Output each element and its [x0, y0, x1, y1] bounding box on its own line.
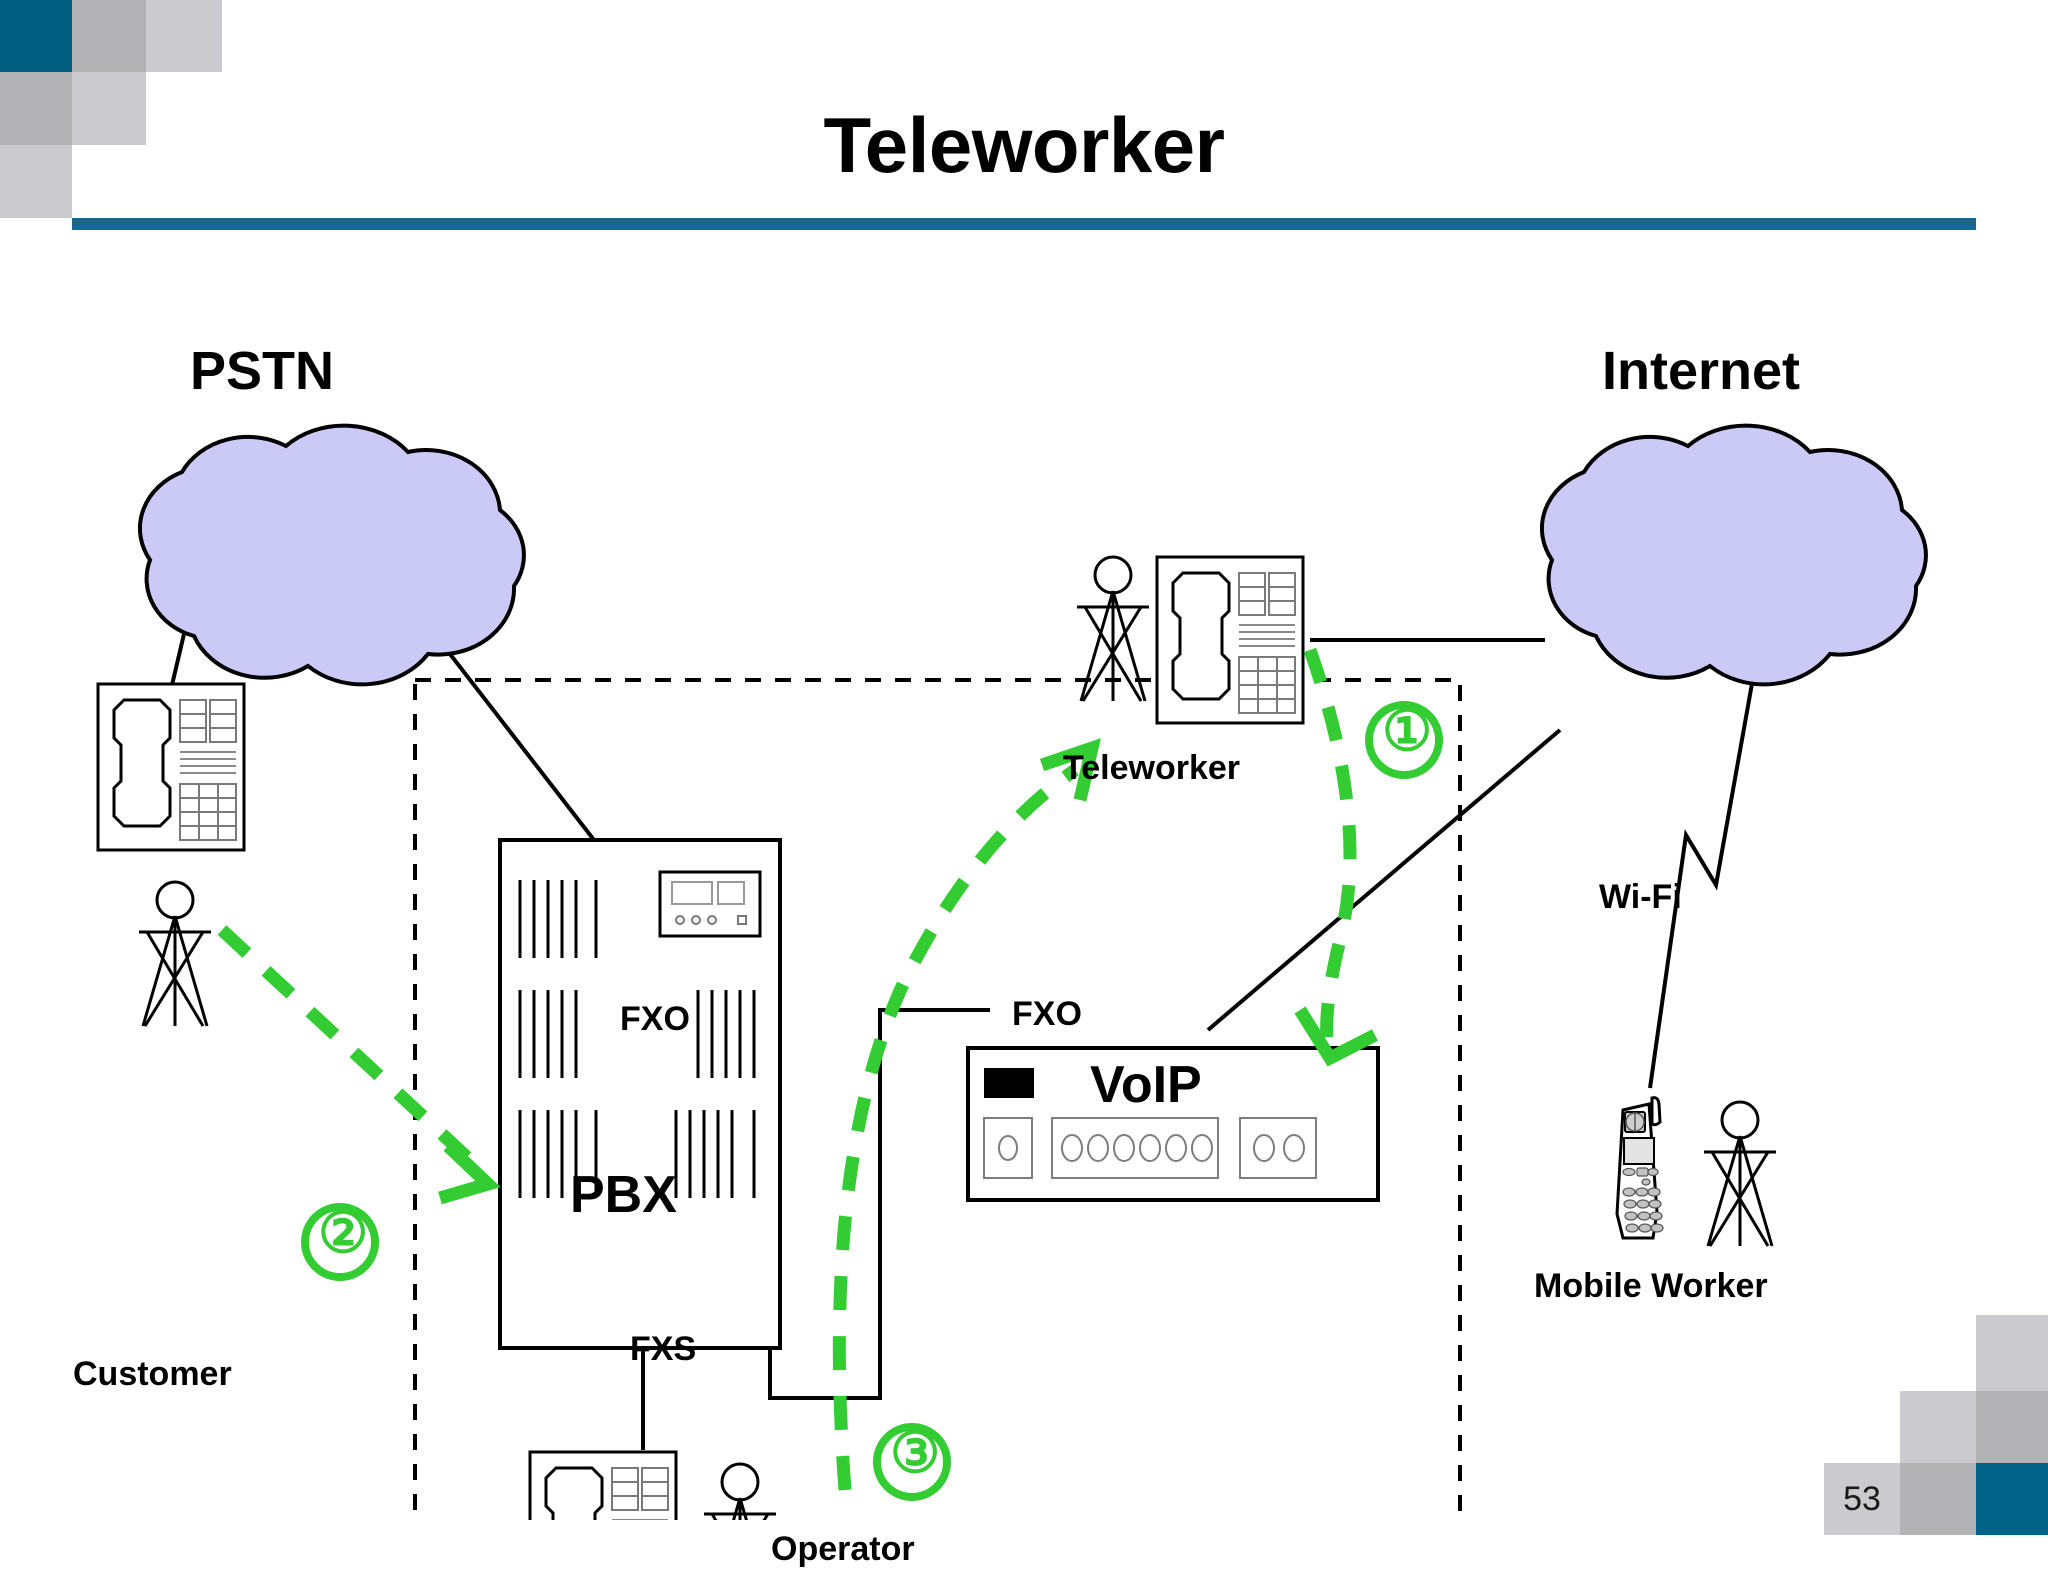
flow-arrows: [217, 647, 1357, 1491]
pbx-label: PBX: [570, 1166, 677, 1224]
voip-device-icon: [966, 1046, 1380, 1202]
customer-label: Customer: [73, 1355, 232, 1393]
flow-arrow-1: [1303, 647, 1357, 1062]
site-boundary-box: [413, 678, 1462, 1520]
corner-decoration-block: [1900, 1463, 1976, 1535]
corner-decoration-block: [72, 72, 146, 145]
flow-arrowhead-3: [1039, 738, 1101, 802]
flow-arrowheads: [438, 738, 1378, 1205]
page-title: Teleworker: [823, 101, 1225, 189]
pstn-cloud-shape: [137, 423, 526, 687]
operator-person-icon: [702, 1462, 778, 1520]
pbx-device-icon: [498, 838, 782, 1350]
flow-arrowhead-1: [1294, 1006, 1378, 1067]
internet-cloud-shape: [1539, 423, 1928, 687]
network-diagram: PSTN Internet Customer Teleworker Mobile…: [0, 230, 2048, 1568]
corner-decoration-block: [1976, 1391, 2048, 1463]
corner-decoration-block: [0, 72, 72, 145]
fxo-voip-label: FXO: [1012, 995, 1082, 1033]
teleworker-phone-icon: [1155, 555, 1305, 725]
flow-arrow-3: [832, 764, 1079, 1491]
customer-phone-icon: [96, 682, 246, 852]
flow-step-1-badge-label: ①: [1382, 699, 1433, 762]
corner-decoration-block: [146, 0, 222, 72]
flow-step-3-badge-label: ③: [890, 1421, 941, 1484]
internet-cloud-label: Internet: [1602, 341, 1801, 401]
flow-arrowhead-2: [438, 1141, 501, 1205]
fxs-pbx-label: FXS: [630, 1330, 697, 1368]
flow-step-2-badge-label: ②: [318, 1201, 369, 1264]
corner-decoration-block: [72, 0, 146, 72]
mobile-worker-person-icon: [1702, 1100, 1778, 1248]
mobile-worker-label: Mobile Worker: [1534, 1267, 1768, 1305]
wifi-link-label: Wi-Fi: [1599, 878, 1682, 916]
corner-decoration-block: [1900, 1391, 1976, 1463]
customer-person-icon: [137, 880, 213, 1028]
corner-decoration-teal-block: [1976, 1463, 2048, 1535]
corner-decoration-block: [1824, 1463, 1900, 1535]
corner-decoration-block: [0, 145, 72, 218]
operator-label: Operator: [771, 1530, 915, 1568]
teleworker-label: Teleworker: [1063, 749, 1241, 787]
mobile-phone-icon: [1615, 1096, 1665, 1240]
teleworker-person-icon: [1075, 555, 1151, 703]
pbx-control-panel: [658, 870, 762, 938]
corner-decoration-teal-block: [0, 0, 72, 72]
fxo-pbx-label: FXO: [620, 1000, 690, 1038]
operator-phone-icon: [528, 1450, 678, 1520]
flow-step-badges: [301, 701, 1443, 1501]
flow-arrow-2: [217, 925, 475, 1165]
title-divider-rule: [72, 218, 1976, 230]
voip-label: VoIP: [1090, 1056, 1202, 1114]
page-number: 53: [1843, 1479, 1881, 1518]
corner-decoration-block: [1976, 1315, 2048, 1391]
pstn-cloud-label: PSTN: [190, 341, 335, 401]
